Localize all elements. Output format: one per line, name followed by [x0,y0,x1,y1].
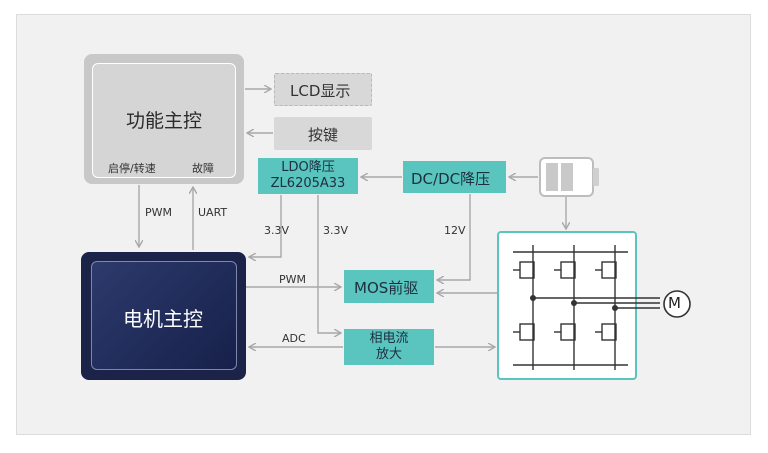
adc-label: ADC [282,332,306,345]
arrow-ldo-to-amp [317,195,340,333]
mos-driver-block [344,270,434,303]
v33-right-label: 3.3V [323,224,349,237]
arrow-ldo-to-motor [250,195,282,257]
dcdc-block [403,161,506,193]
v33-left-label: 3.3V [264,224,290,237]
lcd-display-block [274,73,372,106]
pwm-down-label: PWM [145,206,173,219]
amp-label-line2: 放大 [375,347,402,362]
motor-symbol-label: M [668,294,681,312]
motor-controller-label: 电机主控 [123,307,203,331]
arrow-12v-to-mos [438,194,471,280]
dcdc-label: DC/DC降压 [411,170,491,188]
phase-current-amp-block [344,329,434,365]
uart-up-label: UART [198,206,228,219]
function-controller-inner [92,63,236,178]
battery-icon [539,157,599,197]
mos-driver-label: MOS前驱 [354,279,419,297]
keys-label: 按键 [308,126,339,144]
ldo-block [258,158,358,194]
v12-label: 12V [444,224,466,237]
inverter-bridge [497,231,660,380]
amp-label-line1: 相电流 [369,331,409,346]
lcd-display-label: LCD显示 [290,82,351,100]
motor-controller-inner [91,261,237,370]
fault-label: 故障 [192,162,214,175]
ldo-label-line1: LDO降压 [281,160,335,175]
ldo-label-line2: ZL6205A33 [270,176,346,191]
pwm-mid-label: PWM [279,273,307,286]
start-stop-speed-label: 启停/转速 [108,162,156,175]
motor-icon [663,290,691,318]
function-controller-label: 功能主控 [126,110,203,132]
keys-block [274,117,372,150]
